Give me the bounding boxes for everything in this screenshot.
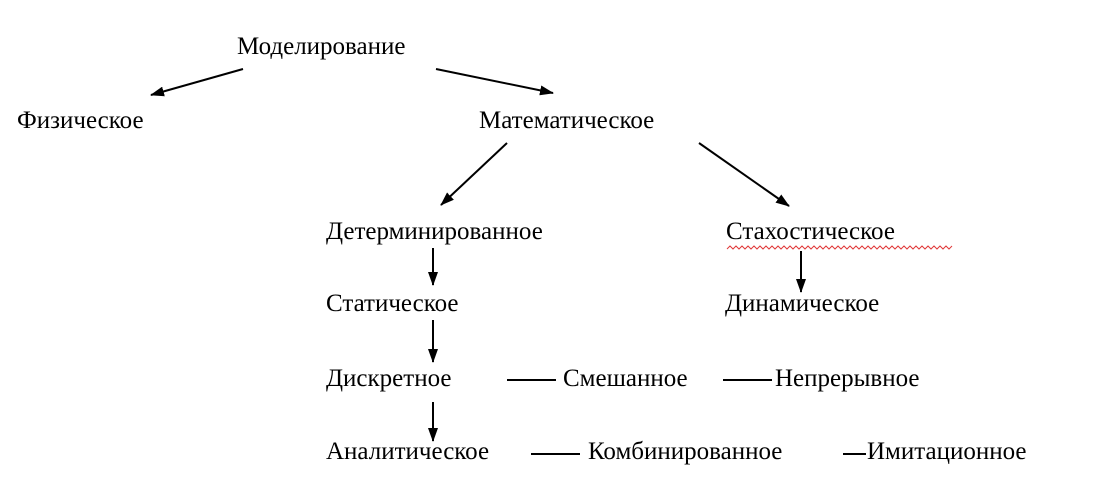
arrow-mathematical-to-stochastic [698, 142, 790, 207]
arrow-root-to-physical [150, 68, 244, 97]
node-static: Статическое [326, 290, 459, 317]
arrow-mathematical-to-deterministic [440, 142, 508, 206]
node-stochastic: Стахостическое [726, 218, 895, 245]
arrow-root-to-mathematical [435, 68, 554, 96]
node-dynamic: Динамическое [725, 290, 880, 317]
node-modeling: Моделирование [237, 33, 406, 60]
node-mathematical: Математическое [479, 107, 655, 134]
node-simulation: Имитационное [867, 438, 1027, 465]
node-analytical: Аналитическое [326, 438, 490, 465]
node-physical: Физическое [17, 107, 144, 134]
node-deterministic: Детерминированное [326, 218, 543, 245]
node-discrete: Дискретное [326, 365, 452, 392]
node-continuous: Непрерывное [775, 365, 920, 392]
spellcheck-squiggle [726, 245, 953, 250]
node-mixed: Смешанное [563, 365, 688, 392]
node-combined: Комбинированное [588, 438, 783, 465]
